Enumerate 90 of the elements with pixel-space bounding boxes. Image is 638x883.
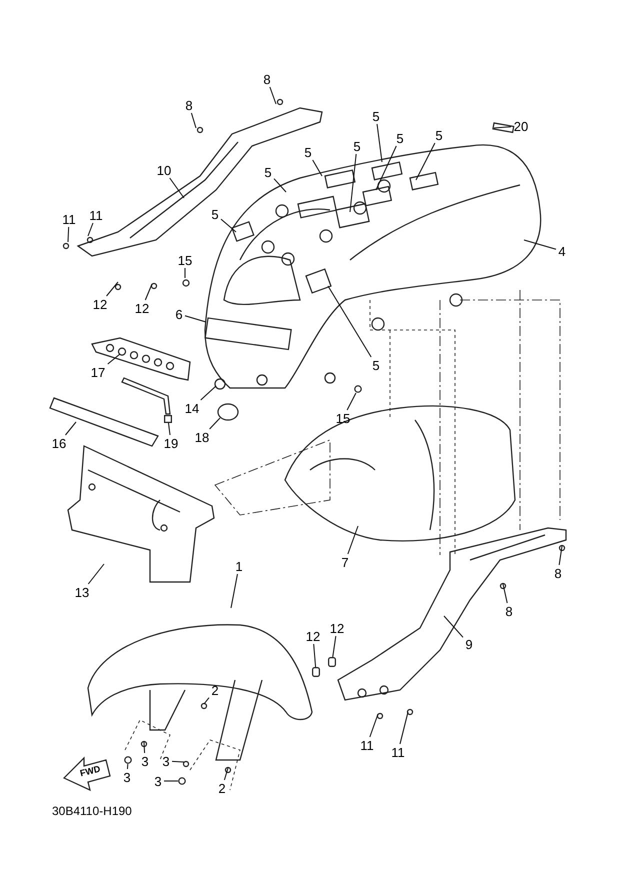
leader-line	[313, 644, 316, 668]
callout-number: 11	[86, 207, 106, 223]
leader-line	[220, 218, 236, 232]
callout-number: 5	[433, 127, 445, 143]
leader-line	[346, 392, 356, 410]
leader-line	[144, 742, 146, 754]
leader-line	[126, 764, 128, 770]
leader-line	[64, 422, 76, 436]
leader-line	[88, 222, 94, 236]
bolt-head	[178, 777, 186, 785]
leader-line	[164, 780, 178, 782]
collar	[312, 667, 320, 677]
leader-line	[312, 160, 322, 176]
leader-line	[184, 268, 186, 278]
diagram-code: 30B4110-H190	[52, 805, 132, 817]
callout-number: 5	[370, 108, 382, 124]
callout-number: 8	[552, 565, 564, 581]
callout-number: 18	[192, 429, 212, 445]
callout-number: 5	[394, 130, 406, 146]
callout-number: 8	[183, 97, 195, 113]
callout-number: 11	[357, 737, 377, 753]
callout-number: 3	[152, 773, 164, 789]
leader-line	[144, 284, 152, 300]
leader-line	[502, 584, 508, 604]
leader-line	[494, 126, 512, 128]
callout-number: 14	[182, 400, 202, 416]
leader-line	[274, 178, 286, 192]
leader-line	[190, 112, 196, 128]
leader-line	[184, 315, 206, 322]
leader-line	[376, 124, 382, 162]
leader-line	[444, 616, 464, 638]
callout-number: 15	[333, 410, 353, 426]
leader-line	[230, 574, 238, 608]
leader-line	[347, 526, 358, 554]
leader-line	[224, 768, 228, 780]
leader-line	[107, 354, 120, 364]
leader-line	[209, 418, 220, 430]
callout-number: 3	[160, 753, 172, 769]
callout-number: 16	[49, 435, 69, 451]
leader-line	[172, 760, 184, 762]
leader-line	[168, 422, 170, 436]
callout-number: 12	[303, 628, 323, 644]
callout-number: 2	[209, 682, 221, 698]
callout-number: 6	[173, 306, 185, 322]
leader-line	[200, 386, 216, 400]
callout-number: 12	[132, 300, 152, 316]
callout-number: 11	[59, 211, 79, 227]
bolt-head	[124, 756, 132, 764]
callout-number: 10	[154, 162, 174, 178]
callout-number: 20	[511, 118, 531, 134]
leader-line	[88, 564, 104, 584]
callout-number: 3	[139, 753, 151, 769]
leader-line	[416, 142, 436, 180]
callout-number: 4	[556, 243, 568, 259]
leader-line	[328, 286, 372, 358]
bolt-head	[354, 385, 362, 393]
leader-line	[106, 282, 118, 296]
leader-line	[350, 154, 357, 212]
callout-number: 11	[388, 744, 408, 760]
leader-line	[269, 86, 276, 104]
collar	[328, 657, 336, 667]
callout-number: 5	[262, 164, 274, 180]
callout-number: 12	[327, 620, 347, 636]
leader-line	[524, 240, 556, 250]
direction-label: FWD	[79, 764, 102, 778]
leader-line	[332, 636, 336, 658]
callout-number: 8	[503, 603, 515, 619]
leader-line	[169, 178, 184, 198]
callout-number: 12	[90, 296, 110, 312]
callout-number: 1	[233, 558, 245, 574]
leader-line	[400, 712, 408, 744]
callout-number: 5	[209, 206, 221, 222]
callout-number: 15	[175, 252, 195, 268]
callout-number: 5	[370, 357, 382, 373]
callout-number: 13	[72, 584, 92, 600]
callout-number: 19	[161, 435, 181, 451]
callout-number: 3	[121, 769, 133, 785]
callout-number: 17	[88, 364, 108, 380]
callout-number: 5	[302, 144, 314, 160]
cable-clip	[164, 415, 172, 423]
leader-line	[68, 226, 70, 242]
callout-number: 7	[339, 554, 351, 570]
leader-line	[376, 146, 397, 190]
callout-number: 8	[261, 71, 273, 87]
leader-line	[369, 714, 378, 738]
leader-line	[558, 546, 562, 566]
callout-number: 2	[216, 780, 228, 796]
callout-number: 9	[463, 636, 475, 652]
callout-number: 5	[351, 138, 363, 154]
leader-line	[204, 697, 210, 704]
